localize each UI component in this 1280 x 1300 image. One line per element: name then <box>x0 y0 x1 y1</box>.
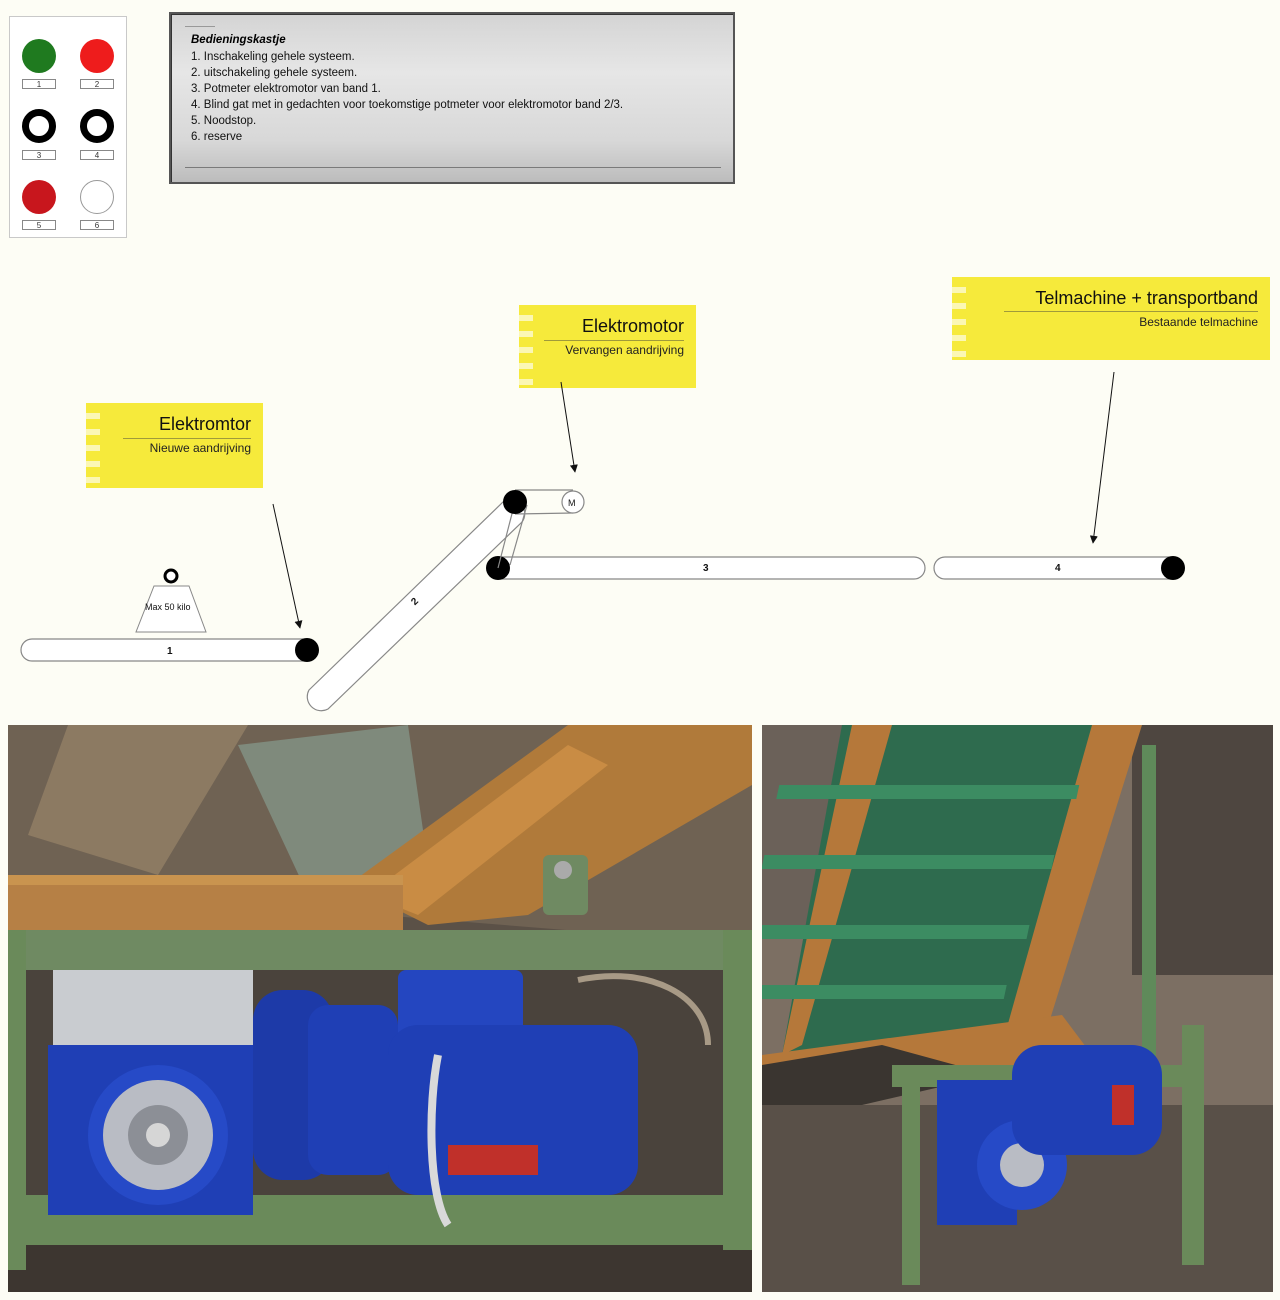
divider <box>185 26 215 27</box>
divider <box>185 167 721 168</box>
button-label-4: 4 <box>80 150 114 160</box>
button-label-3: 3 <box>22 150 56 160</box>
conveyor-diagram: 1 Max 50 kilo 2 3 M 4 <box>20 371 1185 712</box>
description-item: 6. reserve <box>191 131 243 143</box>
hopper-eye <box>163 568 179 584</box>
motor-belt <box>514 512 574 515</box>
arrow-new-motor <box>272 503 303 629</box>
photo-new-motor <box>8 725 752 1292</box>
description-item: 5. Noodstop. <box>191 115 257 127</box>
photo-inclined-belt <box>762 725 1273 1292</box>
callout-counter-machine: Telmachine + transportband Bestaande tel… <box>952 277 1270 360</box>
button-label-1: 1 <box>22 79 56 89</box>
hopper <box>135 585 207 633</box>
description-item: 2. uitschakeling gehele systeem. <box>191 67 358 79</box>
emergency-stop-button <box>22 180 56 214</box>
callout-underline <box>123 438 251 439</box>
button-label-5: 5 <box>22 220 56 230</box>
control-box-description: Bedieningskastje 1. Inschakeling gehele … <box>169 12 735 184</box>
roller-4 <box>1161 556 1185 580</box>
callout-title: Telmachine + transportband <box>1035 288 1258 308</box>
callout-new-motor: Elektromtor Nieuwe aandrijving <box>86 403 263 488</box>
description-item: 1. Inschakeling gehele systeem. <box>191 51 355 63</box>
arrow-replace-motor <box>560 381 578 473</box>
callout-title: Elektromotor <box>581 316 684 336</box>
callout-underline <box>1004 311 1258 312</box>
arrow-counter-machine <box>1089 371 1115 544</box>
potmeter-knob <box>22 109 56 143</box>
callout-subtitle: Vervangen aandrijving <box>565 343 684 357</box>
callout-stripe <box>952 277 966 360</box>
description-item: 3. Potmeter elektromotor van band 1. <box>191 83 381 95</box>
drive-roller-1 <box>295 638 319 662</box>
callout-stripe <box>86 403 100 488</box>
button-label-6: 6 <box>80 220 114 230</box>
start-button <box>22 39 56 73</box>
belt-3-label: 3 <box>703 563 709 574</box>
description-title: Bedieningskastje <box>191 34 286 46</box>
callout-subtitle: Bestaande telmachine <box>1139 315 1258 329</box>
motor-label: M <box>568 498 576 508</box>
callout-title: Elektromtor <box>158 414 251 434</box>
hopper-label: Max 50 kilo <box>145 602 191 612</box>
belt-2-label: 2 <box>409 596 421 608</box>
drive-roller-2 <box>503 490 527 514</box>
callout-stripe <box>519 305 533 388</box>
belt-4-label: 4 <box>1055 563 1061 574</box>
callout-replace-motor: Elektromotor Vervangen aandrijving <box>519 305 696 388</box>
drive-belt <box>509 504 528 566</box>
reserve-button <box>80 180 114 214</box>
stop-button <box>80 39 114 73</box>
button-label-2: 2 <box>80 79 114 89</box>
motor-pulley <box>561 490 585 514</box>
callout-underline <box>544 340 684 341</box>
belt-1-label: 1 <box>167 646 173 657</box>
description-item: 4. Blind gat met in gedachten voor toeko… <box>191 99 624 111</box>
callout-subtitle: Nieuwe aandrijving <box>149 441 251 455</box>
control-panel: 1 2 3 4 5 6 <box>9 16 127 238</box>
blind-hole-knob <box>80 109 114 143</box>
